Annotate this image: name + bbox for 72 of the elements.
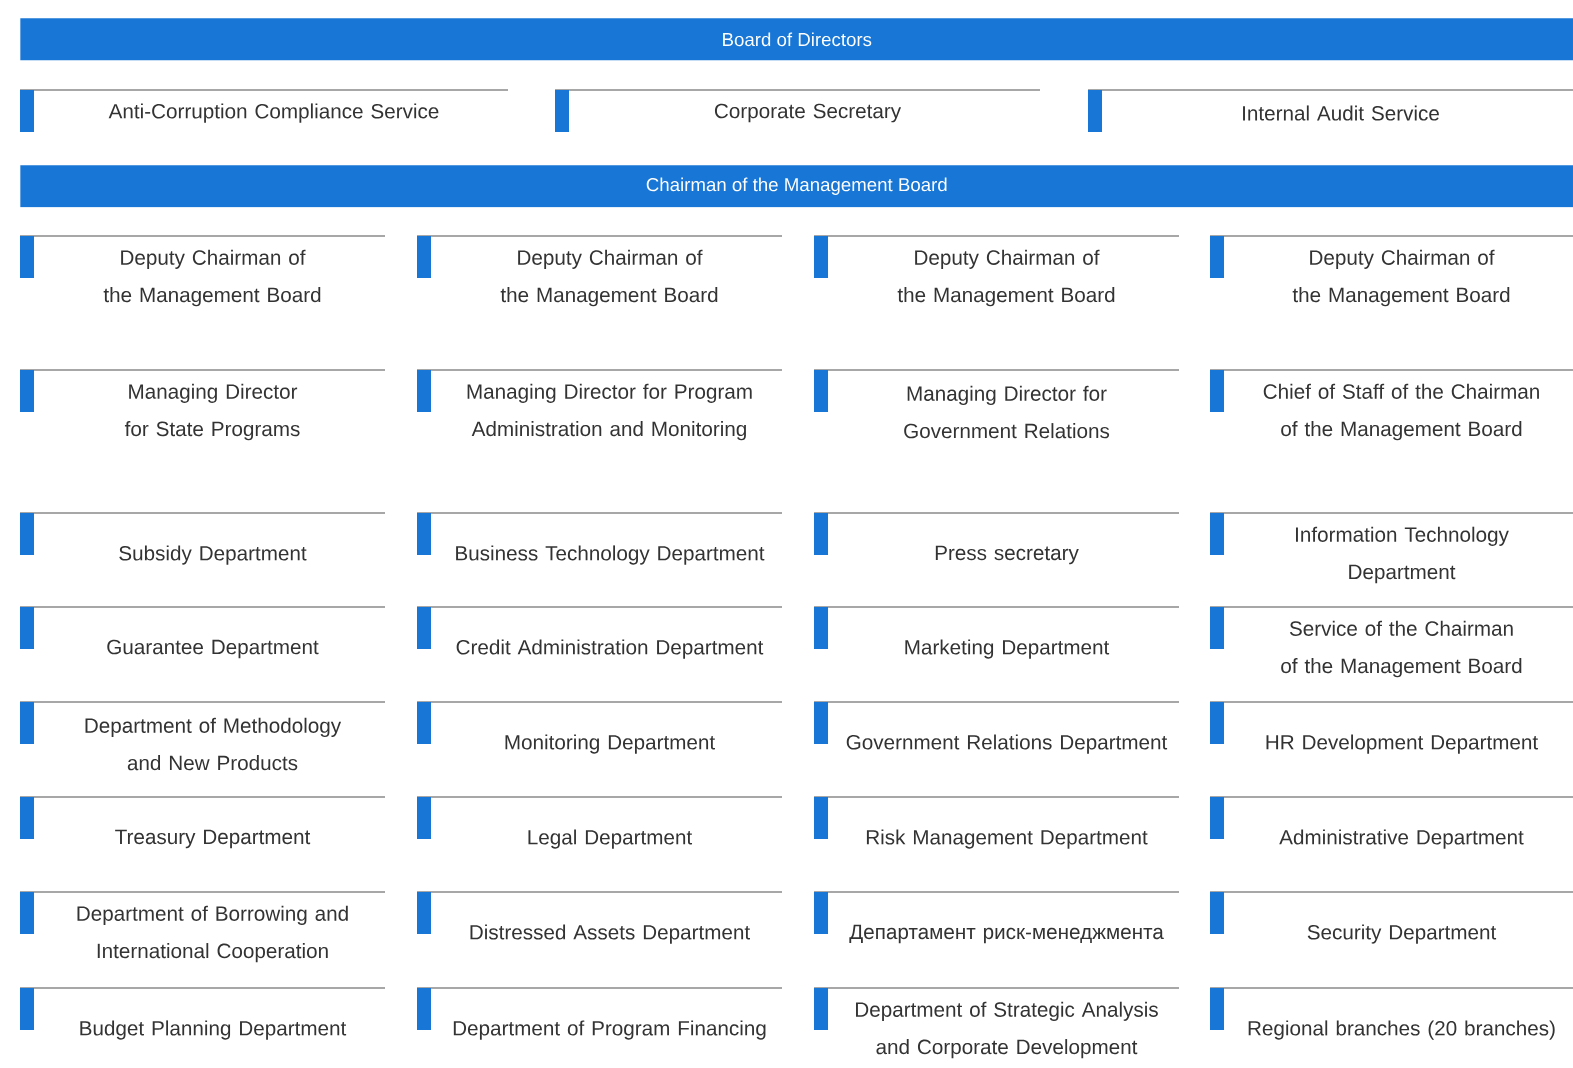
node-label: Департамент риск-менеджмента [849, 924, 1164, 944]
node-label: HR Development Department [1266, 734, 1538, 754]
node-label: Corporate Secretary [714, 103, 902, 123]
node-label: Deputy Chairman of the Management Board [500, 249, 718, 307]
department-box: Security Department [1209, 891, 1573, 944]
node-label: Press secretary [935, 545, 1079, 565]
department-box: Department of Program Financing [416, 987, 783, 1040]
node-label: Guarantee Department [107, 639, 319, 659]
node-label: Government Relations Department [846, 734, 1168, 754]
department-box: Press secretary [813, 512, 1180, 565]
node-label: Service of the Chairman of the Management Board [1281, 620, 1522, 678]
department-box: Information Technology Department [1209, 512, 1573, 584]
node-label: Information Technology Department [1296, 526, 1509, 584]
department-box: Corporate Secretary [554, 89, 1041, 132]
node-label: Department of Program Financing [453, 1020, 766, 1040]
department-box: Administrative Department [1209, 796, 1573, 849]
department-box: Budget Planning Department [19, 987, 386, 1040]
node-label: Internal Audit Service [1243, 105, 1439, 121]
department-box: Government Relations Department [813, 701, 1180, 754]
department-box: Deputy Chairman of the Management Board [1209, 235, 1573, 307]
node-label: Department of Methodology and New Products [85, 717, 342, 771]
department-box: Chief of Staff of the Chairman of the Management Board [1209, 369, 1573, 441]
node-label: Risk Management Department [866, 829, 1148, 849]
node-label: Regional branches (20 branches) [1248, 1020, 1555, 1040]
node-label: Chief of Staff of the Chairman of the Management Board [1263, 383, 1539, 441]
department-box: Managing Director for Government Relations [813, 369, 1180, 439]
node-label: Monitoring Department [505, 734, 715, 754]
department-box: Managing Director for State Programs [19, 369, 386, 441]
department-box: Service of the Chairman of the Management Board [1209, 606, 1573, 678]
department-box: HR Development Department [1209, 701, 1573, 754]
node-label: Deputy Chairman of the Management Board [103, 249, 321, 307]
node-label: Credit Administration Department [456, 639, 764, 659]
node-label: Budget Planning Department [80, 1020, 347, 1040]
node-label: Managing Director for Government Relations [904, 385, 1110, 439]
node-label: Subsidy Department [119, 545, 307, 565]
node-label: Managing Director for Program Administration and Monitoring [467, 383, 752, 441]
department-box: Marketing Department [813, 606, 1180, 659]
department-box: Департамент риск-менеджмента [813, 891, 1180, 944]
node-label: Legal Department [528, 829, 693, 849]
department-box: Anti-Corruption Compliance Service [19, 89, 509, 132]
department-box: Regional branches (20 branches) [1209, 987, 1573, 1040]
node-label: Distressed Assets Department [470, 924, 750, 944]
node-label: Department of Strategic Analysis and Corporate Development [856, 1001, 1158, 1059]
department-box: Risk Management Department [813, 796, 1180, 849]
department-box: Department of Borrowing and International Cooperation [19, 891, 386, 963]
department-box: Guarantee Department [19, 606, 386, 659]
header-bar: Board of Directors [20, 18, 1573, 61]
department-box: Distressed Assets Department [416, 891, 783, 944]
node-label: Administrative Department [1279, 829, 1524, 849]
department-box: Internal Audit Service [1087, 89, 1573, 132]
department-box: Managing Director for Program Administration and Monitoring [416, 369, 783, 441]
department-box: Credit Administration Department [416, 606, 783, 659]
node-label: Security Department [1307, 924, 1497, 944]
department-box: Department of Strategic Analysis and Corporate Development [813, 987, 1180, 1059]
node-label: Anti-Corruption Compliance Service [108, 103, 439, 123]
node-label: Deputy Chairman of the Management Board [897, 249, 1115, 307]
department-box: Deputy Chairman of the Management Board [19, 235, 386, 307]
node-label: Treasury Department [115, 829, 311, 849]
department-box: Treasury Department [19, 796, 386, 849]
department-box: Deputy Chairman of the Management Board [813, 235, 1180, 307]
department-box: Subsidy Department [19, 512, 386, 565]
department-box: Business Technology Department [416, 512, 783, 565]
node-label: Business Technology Department [456, 545, 765, 565]
node-label: Marketing Department [905, 639, 1110, 659]
department-box: Legal Department [416, 796, 783, 849]
department-box: Deputy Chairman of the Management Board [416, 235, 783, 307]
header-bar: Chairman of the Management Board [20, 165, 1573, 208]
department-box: Department of Methodology and New Products [19, 701, 386, 771]
node-label: Deputy Chairman of the Management Board [1292, 249, 1510, 307]
node-label: Managing Director for State Programs [124, 383, 300, 441]
department-box: Monitoring Department [416, 701, 783, 754]
node-label: Department of Borrowing and International Cooperation [77, 905, 348, 963]
